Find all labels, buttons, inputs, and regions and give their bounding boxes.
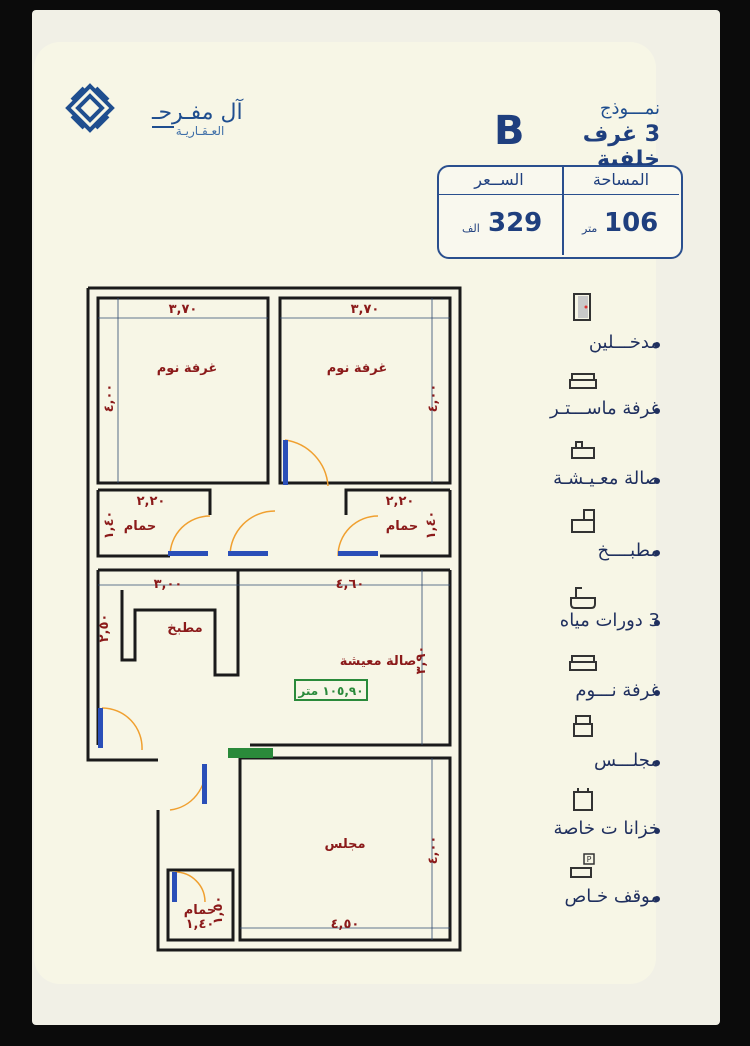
feature-entrances: مدخـــلين [588,332,660,353]
feature-bathrooms: 3 دورات مياه [559,610,660,631]
dim-bath-1-w: ٢,٢٠ [137,494,166,509]
dim-bath-2-h: ١,٤٠ [424,511,439,540]
parking-icon: P [568,852,598,882]
brand-subtitle: العـقـاريـة [175,124,225,138]
feature-bullet [654,478,660,484]
model-letter: B [494,108,525,154]
kitchen-label: مطبخ [167,621,202,636]
feature-bedroom: غرفة نـــوم [575,680,660,701]
brand-divider [152,126,174,128]
dim-living-h: ٣,٩٠ [414,646,429,675]
feature-master-room: غرفة ماســـتـر [550,398,660,419]
majlis-label: مجلس [324,837,365,852]
feature-bullet [654,408,660,414]
bath-1-label: حمام [124,519,157,534]
armchair-icon [568,712,598,742]
price-unit: الف [462,222,480,235]
water-tank-icon [568,784,598,814]
area-label: المساحة [592,170,650,189]
price-value: 329 [488,208,543,238]
brand-logo [65,83,115,133]
area-stamp: ١٠٥,٩٠ متر [297,684,363,698]
dim-bedroom-2-w: ٣,٧٠ [351,302,380,317]
brand-name: آل مفـرحـ [152,100,243,125]
feature-water-tanks: خزانا ت خاصة [553,818,661,839]
dim-bath-1-h: ١,٤٠ [102,511,117,540]
bath-3-label: حمام [184,903,217,918]
dim-bedroom-1-h: ٤,٠٠ [102,384,117,413]
dim-bath-3-w: ١,٤٠ [186,917,215,932]
feature-bullet [654,896,660,902]
feature-bullet [654,690,660,696]
info-divider [439,194,679,195]
area-stamp-box [294,679,368,701]
dim-bedroom-2-h: ٤,٠٠ [426,384,441,413]
feature-living-hall: صالة معـيـشـة [553,468,660,489]
floor-plan: ٣,٧٠ ٣,٧٠ غرفة نوم غرفة نوم ٤,٠٠ ٤,٠٠ ٢,… [86,286,462,952]
dim-majlis-w: ٤,٥٠ [331,917,360,932]
dim-living-w: ٤,٦٠ [336,577,365,592]
feature-bullet [654,620,660,626]
dim-kitchen-w: ٣,٠٠ [154,577,183,592]
feature-bullet [654,828,660,834]
dim-bath-3-h: ١,٥٠ [211,896,226,925]
feature-kitchen: مطبــــخ [597,540,660,561]
dim-majlis-h: ٤,٠٠ [426,836,441,865]
door-icon [568,292,598,322]
feature-majlis: مجلـــس [594,750,660,771]
living-label: صالة معيشة [340,654,417,669]
bath-2-label: حمام [386,519,419,534]
model-title: نمـــوذج [599,98,660,119]
info-divider [562,167,564,255]
bed-icon [568,648,598,678]
sofa-icon [568,436,598,466]
kitchen-icon [568,506,598,536]
feature-bullet [654,760,660,766]
area-value: 106 [604,208,659,238]
feature-bullet [654,342,660,348]
feature-bullet [654,550,660,556]
feature-parking: موقف خـاص [564,886,660,907]
info-box [437,165,683,259]
area-unit: متر [582,222,598,235]
bathtub-icon [568,582,598,612]
bedroom-2-label: غرفة نوم [327,361,387,376]
bed-icon [568,366,598,396]
svg-text:P: P [587,855,592,864]
bedroom-1-label: غرفة نوم [157,361,217,376]
dim-bath-2-w: ٢,٢٠ [386,494,415,509]
dim-kitchen-h: ٢,٥٠ [97,614,112,643]
dim-bedroom-1-w: ٣,٧٠ [169,302,198,317]
price-label: الســعر [474,170,524,189]
